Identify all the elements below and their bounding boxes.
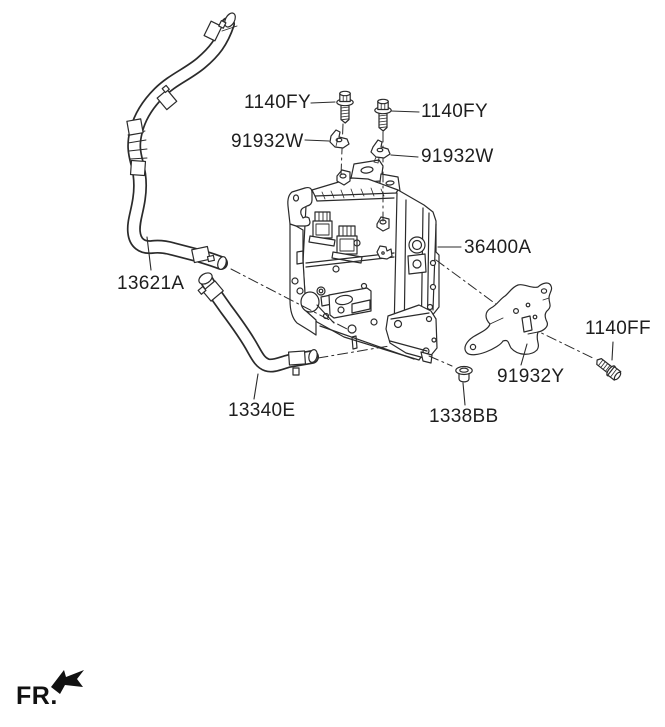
bolt-1140FF-art [596, 358, 622, 381]
callout-leader-lines [146, 101, 614, 406]
hose-13340E-art [197, 272, 319, 376]
clip-91932W-left-art [329, 129, 350, 149]
bracket-91932Y-art [464, 282, 553, 356]
callout-inverter: 36400A [464, 237, 532, 258]
front-direction-arrow [51, 670, 84, 694]
bolt-1140FY-right-art [374, 98, 392, 132]
front-direction-label: FR. [16, 682, 58, 710]
callout-bolt-top-right: 1140FY [421, 101, 488, 122]
callout-clip-left: 91932W [231, 131, 304, 152]
nut-1338BB-art [455, 365, 473, 383]
callout-clip-right: 91932W [421, 146, 494, 167]
inverter-unit-art [287, 159, 440, 364]
callout-nut: 1338BB [429, 406, 499, 427]
callout-bracket: 91932Y [497, 366, 565, 387]
callout-bolt-side: 1140FF [585, 318, 651, 339]
clip-91932W-right-art [370, 139, 391, 164]
callout-hose-upper: 13621A [117, 273, 185, 294]
hose-13621A-art [126, 12, 238, 270]
callout-hose-lower: 13340E [228, 400, 296, 421]
callout-bolt-top-left: 1140FY [244, 92, 311, 113]
bolt-1140FY-left-art [336, 90, 354, 124]
assembly-guide-lines [230, 123, 596, 367]
